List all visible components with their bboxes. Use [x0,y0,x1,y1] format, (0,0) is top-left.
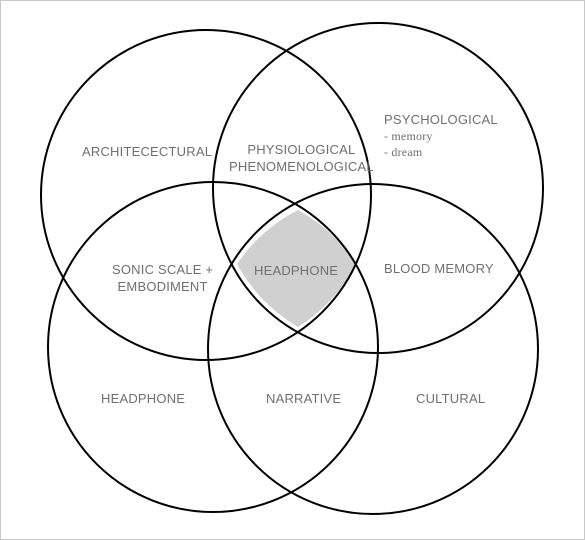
center-intersection-region [237,210,356,327]
label-psychological: PSYCHOLOGICAL - memory - dream [384,111,498,160]
circle-top-right [212,22,544,354]
label-cultural: CULTURAL [416,391,486,406]
circle-bottom-right [207,183,539,515]
label-psychological-item-dream: - dream [384,145,423,159]
circle-top-left [40,29,372,361]
label-center-headphone: HEADPHONE [254,263,339,278]
label-physiological-line-1: PHYSIOLOGICAL [247,142,356,157]
circle-bottom-left [47,181,379,513]
label-psychological-item-memory: - memory [384,129,433,143]
label-psychological-title: PSYCHOLOGICAL [384,112,498,127]
label-sonic-scale-line-2: EMBODIMENT [117,279,208,294]
label-architectural: ARCHITECECTURAL [82,144,213,159]
label-blood-memory: BLOOD MEMORY [384,261,494,276]
label-physiological-line-2: PHENOMENOLOGICAL [229,159,374,174]
label-sonic-scale-line-1: SONIC SCALE + [112,262,214,277]
label-physiological-phenomenological: PHYSIOLOGICAL PHENOMENOLOGICAL [229,141,374,175]
label-narrative: NARRATIVE [266,391,342,406]
label-sonic-scale-embodiment: SONIC SCALE + EMBODIMENT [112,261,213,295]
label-headphone-bottom-left: HEADPHONE [101,391,186,406]
